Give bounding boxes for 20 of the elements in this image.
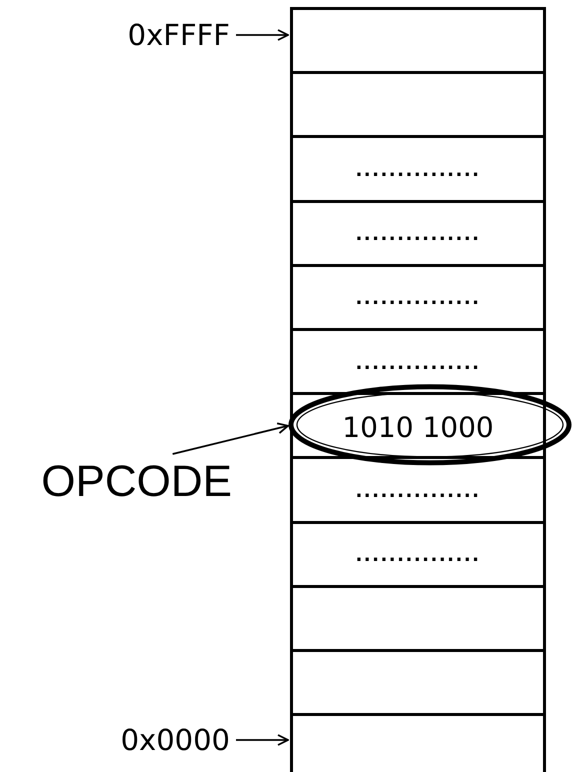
placeholder-dots: ...............: [355, 224, 481, 246]
memory-cell: [290, 135, 546, 203]
leader-arrow: [172, 422, 289, 455]
placeholder-dots: ...............: [355, 545, 481, 566]
memory-cell: [290, 456, 546, 524]
opcode-label: OPCODE: [20, 458, 232, 506]
placeholder-dots: ...............: [355, 480, 481, 502]
address-label: 0xFFFF: [90, 16, 230, 54]
memory-cell: [290, 200, 546, 267]
address-label: 0x0000: [78, 721, 230, 759]
arrow: [236, 29, 289, 41]
placeholder-dots: ...............: [355, 160, 481, 181]
arrow: [236, 734, 289, 746]
memory-cell: [290, 264, 546, 331]
memory-cell: [290, 713, 546, 772]
memory-cell: [290, 584, 546, 652]
placeholder-dots: ...............: [355, 288, 481, 310]
memory-cell: [290, 520, 546, 588]
placeholder-dots: ...............: [355, 352, 481, 374]
cell-value: 1010 1000: [342, 410, 494, 444]
